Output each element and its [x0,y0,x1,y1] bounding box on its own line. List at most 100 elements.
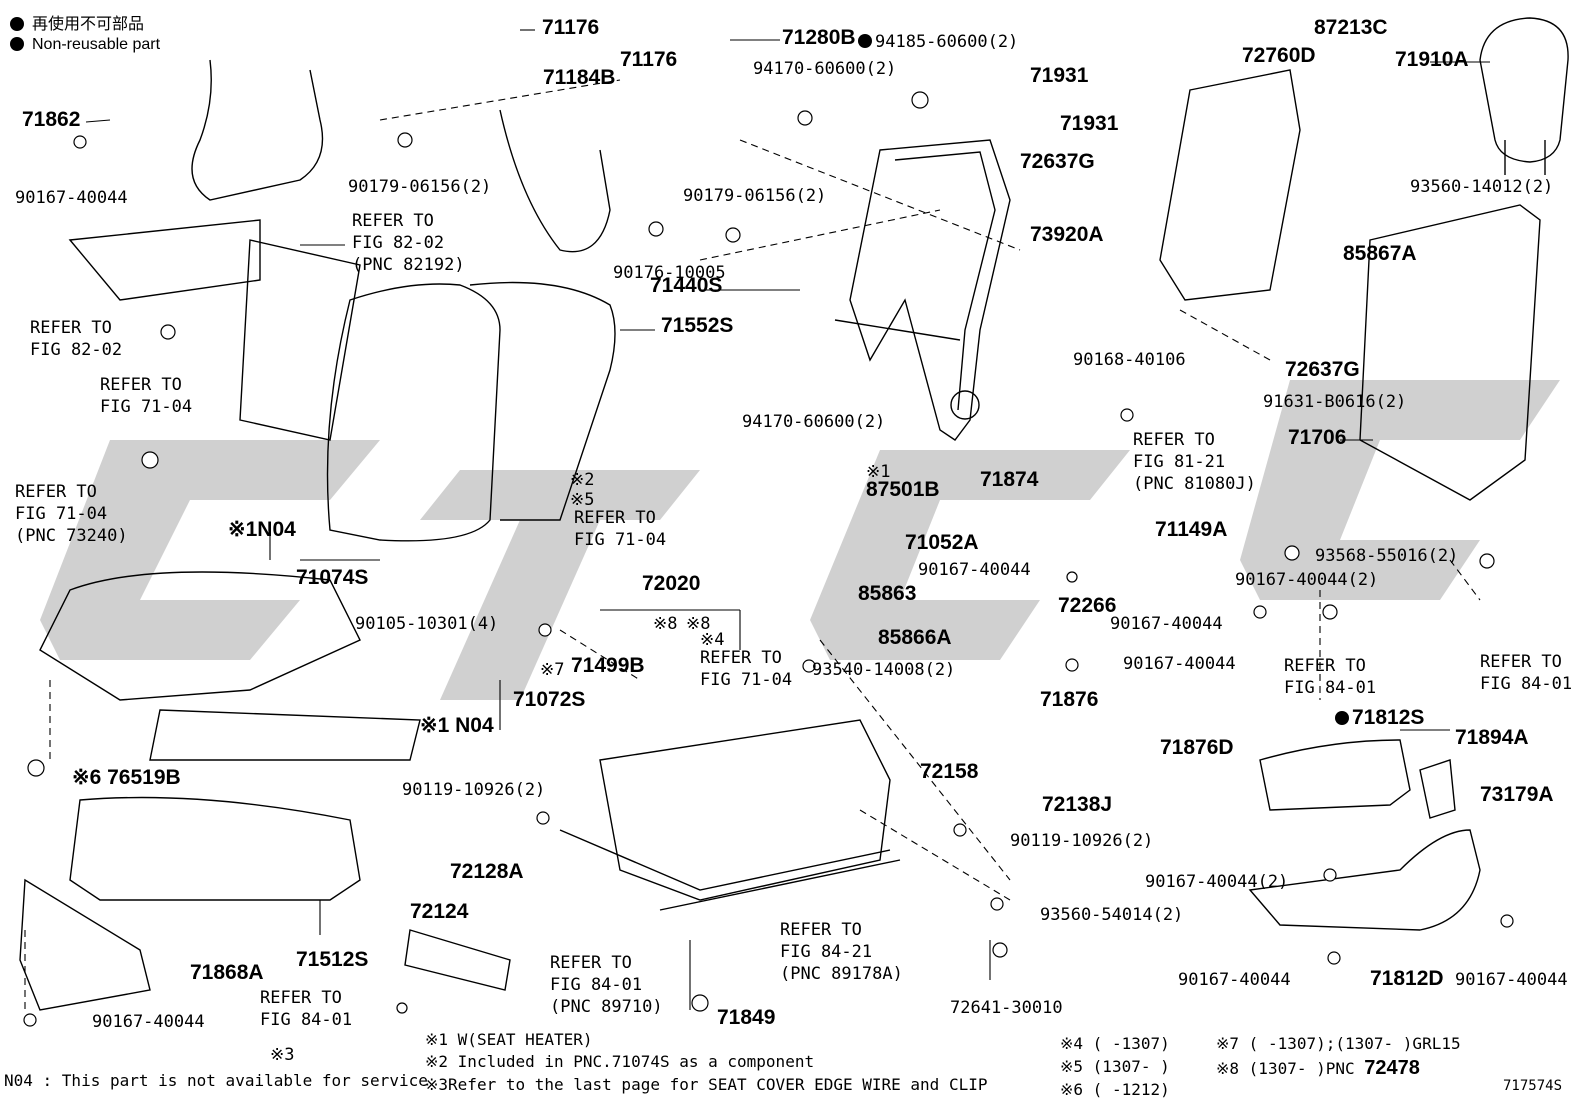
part-label[interactable]: 71184B [543,66,616,89]
part-label[interactable]: 71849 [717,1006,776,1029]
part-label[interactable]: 71910A [1395,48,1469,71]
refer-to-note[interactable]: REFER TO [15,482,97,502]
part-label[interactable]: 71440S [650,274,723,297]
part-label[interactable]: 90176-10005 [613,263,726,283]
part-label[interactable]: 71876D [1160,736,1234,759]
part-label[interactable]: 90167-40044 [92,1012,205,1032]
part-label[interactable]: 87501B [866,478,940,501]
part-label[interactable]: 73920A [1030,223,1104,246]
part-label[interactable]: 71072S [513,688,586,711]
refer-to-note[interactable]: (PNC 81080J) [1133,474,1256,494]
refer-to-note[interactable]: REFER TO [30,318,112,338]
part-label[interactable]: 90167-40044 [1110,614,1223,634]
refer-to-note[interactable]: FIG 82-02 [352,233,445,253]
part-label[interactable]: 71894A [1455,726,1529,749]
part-label[interactable]: 71812S [1335,707,1424,728]
part-label[interactable]: 93560-54014(2) [1040,905,1184,925]
refer-to-note[interactable]: (PNC 73240) [15,526,128,546]
part-label[interactable]: 71176 [620,48,678,71]
refer-to-note[interactable]: FIG 71-04 [700,670,793,690]
part-label[interactable]: 71512S [296,948,369,971]
refer-to-note[interactable]: REFER TO [1133,430,1215,450]
refer-to-note[interactable]: (PNC 89178A) [780,964,903,984]
part-label[interactable]: 85867A [1343,242,1417,265]
part-label[interactable]: 72637G [1020,150,1095,173]
part-label[interactable]: 72158 [920,760,979,783]
part-label[interactable]: 72020 [642,572,701,595]
part-label[interactable]: 94170-60600(2) [753,59,897,79]
part-label[interactable]: 90167-40044 [15,188,128,208]
part-label[interactable]: 90167-40044 [1123,654,1236,674]
refer-to-note[interactable]: FIG 84-21 [780,942,873,962]
refer-to-note[interactable]: FIG 71-04 [574,530,667,550]
part-label[interactable]: 90105-10301(4) [355,614,499,634]
refer-to-note[interactable]: (PNC 82192) [352,255,465,275]
part-label[interactable]: 71074S [296,566,369,589]
part-label[interactable]: 71868A [190,961,264,984]
part-label[interactable]: 72637G [1285,358,1360,381]
part-label[interactable]: 71874 [980,468,1039,491]
refer-to-note[interactable]: FIG 81-21 [1133,452,1226,472]
part-label[interactable]: 71812D [1370,967,1444,990]
part-label[interactable]: 72124 [410,900,469,923]
part-label[interactable]: 90167-40044(2) [1145,872,1289,892]
part-label[interactable]: 90168-40106 [1073,350,1186,370]
marker-note: ※8 [686,614,711,634]
part-label[interactable]: 71176 [542,16,600,39]
part-label[interactable]: 91631-B0616(2) [1263,392,1407,412]
part-label[interactable]: 71280B [782,26,856,49]
part-label[interactable]: 90179-06156(2) [348,177,492,197]
part-label[interactable]: ※1 N04 [420,714,494,737]
refer-to-note[interactable]: FIG 84-01 [1284,678,1377,698]
refer-to-note[interactable]: REFER TO [550,953,632,973]
refer-to-note[interactable]: REFER TO [780,920,862,940]
part-label[interactable]: 72478 [1364,1057,1420,1079]
part-label[interactable]: 71552S [661,314,734,337]
part-label[interactable]: 93540-14008(2) [812,660,956,680]
refer-to-note[interactable]: FIG 71-04 [100,397,193,417]
part-label[interactable]: 85866A [878,626,952,649]
part-label[interactable]: 93560-14012(2) [1410,177,1554,197]
refer-to-note[interactable]: (PNC 89710) [550,997,663,1017]
part-label[interactable]: 71706 [1288,426,1347,449]
refer-to-note[interactable]: FIG 84-01 [1480,674,1573,694]
refer-to-note[interactable]: REFER TO [700,648,782,668]
refer-to-note[interactable]: REFER TO [1284,656,1366,676]
part-label[interactable]: 90167-40044(2) [1235,570,1379,590]
refer-to-note[interactable]: REFER TO [1480,652,1562,672]
part-label[interactable]: 71931 [1060,112,1119,135]
part-label[interactable]: 72138J [1042,793,1113,816]
part-label[interactable]: ※6 76519B [72,766,181,789]
refer-to-note[interactable]: REFER TO [352,211,434,231]
part-label[interactable]: 90119-10926(2) [1010,831,1154,851]
part-label[interactable]: 71931 [1030,64,1089,87]
part-label[interactable]: 94185-60600(2) [858,32,1018,52]
part-label[interactable]: 90119-10926(2) [402,780,546,800]
part-label[interactable]: 71876 [1040,688,1099,711]
part-label[interactable]: 72760D [1242,44,1316,67]
part-label[interactable]: 87213C [1314,16,1388,39]
part-label[interactable]: 90167-40044 [1455,970,1568,990]
part-label[interactable]: 73179A [1480,783,1554,806]
part-label[interactable]: 90167-40044 [1178,970,1291,990]
part-label[interactable]: 93568-55016(2) [1315,546,1459,566]
refer-to-note[interactable]: REFER TO [574,508,656,528]
part-label[interactable]: 90167-40044 [918,560,1031,580]
refer-to-note[interactable]: FIG 84-01 [260,1010,353,1030]
part-label[interactable]: 94170-60600(2) [742,412,886,432]
refer-to-note[interactable]: REFER TO [260,988,342,1008]
part-label[interactable]: 71862 [22,108,81,131]
refer-to-note[interactable]: FIG 82-02 [30,340,123,360]
part-label[interactable]: 71149A [1155,518,1228,541]
refer-to-note[interactable]: REFER TO [100,375,182,395]
refer-to-note[interactable]: FIG 84-01 [550,975,643,995]
part-label[interactable]: 72641-30010 [950,998,1063,1018]
part-label[interactable]: ※1N04 [228,518,296,541]
part-label[interactable]: 71052A [905,531,979,554]
part-label[interactable]: 72266 [1058,594,1117,617]
part-label[interactable]: 71499B [571,654,645,677]
refer-to-note[interactable]: FIG 71-04 [15,504,108,524]
part-label[interactable]: 85863 [858,582,917,605]
part-label[interactable]: 72128A [450,860,524,883]
part-label[interactable]: 90179-06156(2) [683,186,827,206]
